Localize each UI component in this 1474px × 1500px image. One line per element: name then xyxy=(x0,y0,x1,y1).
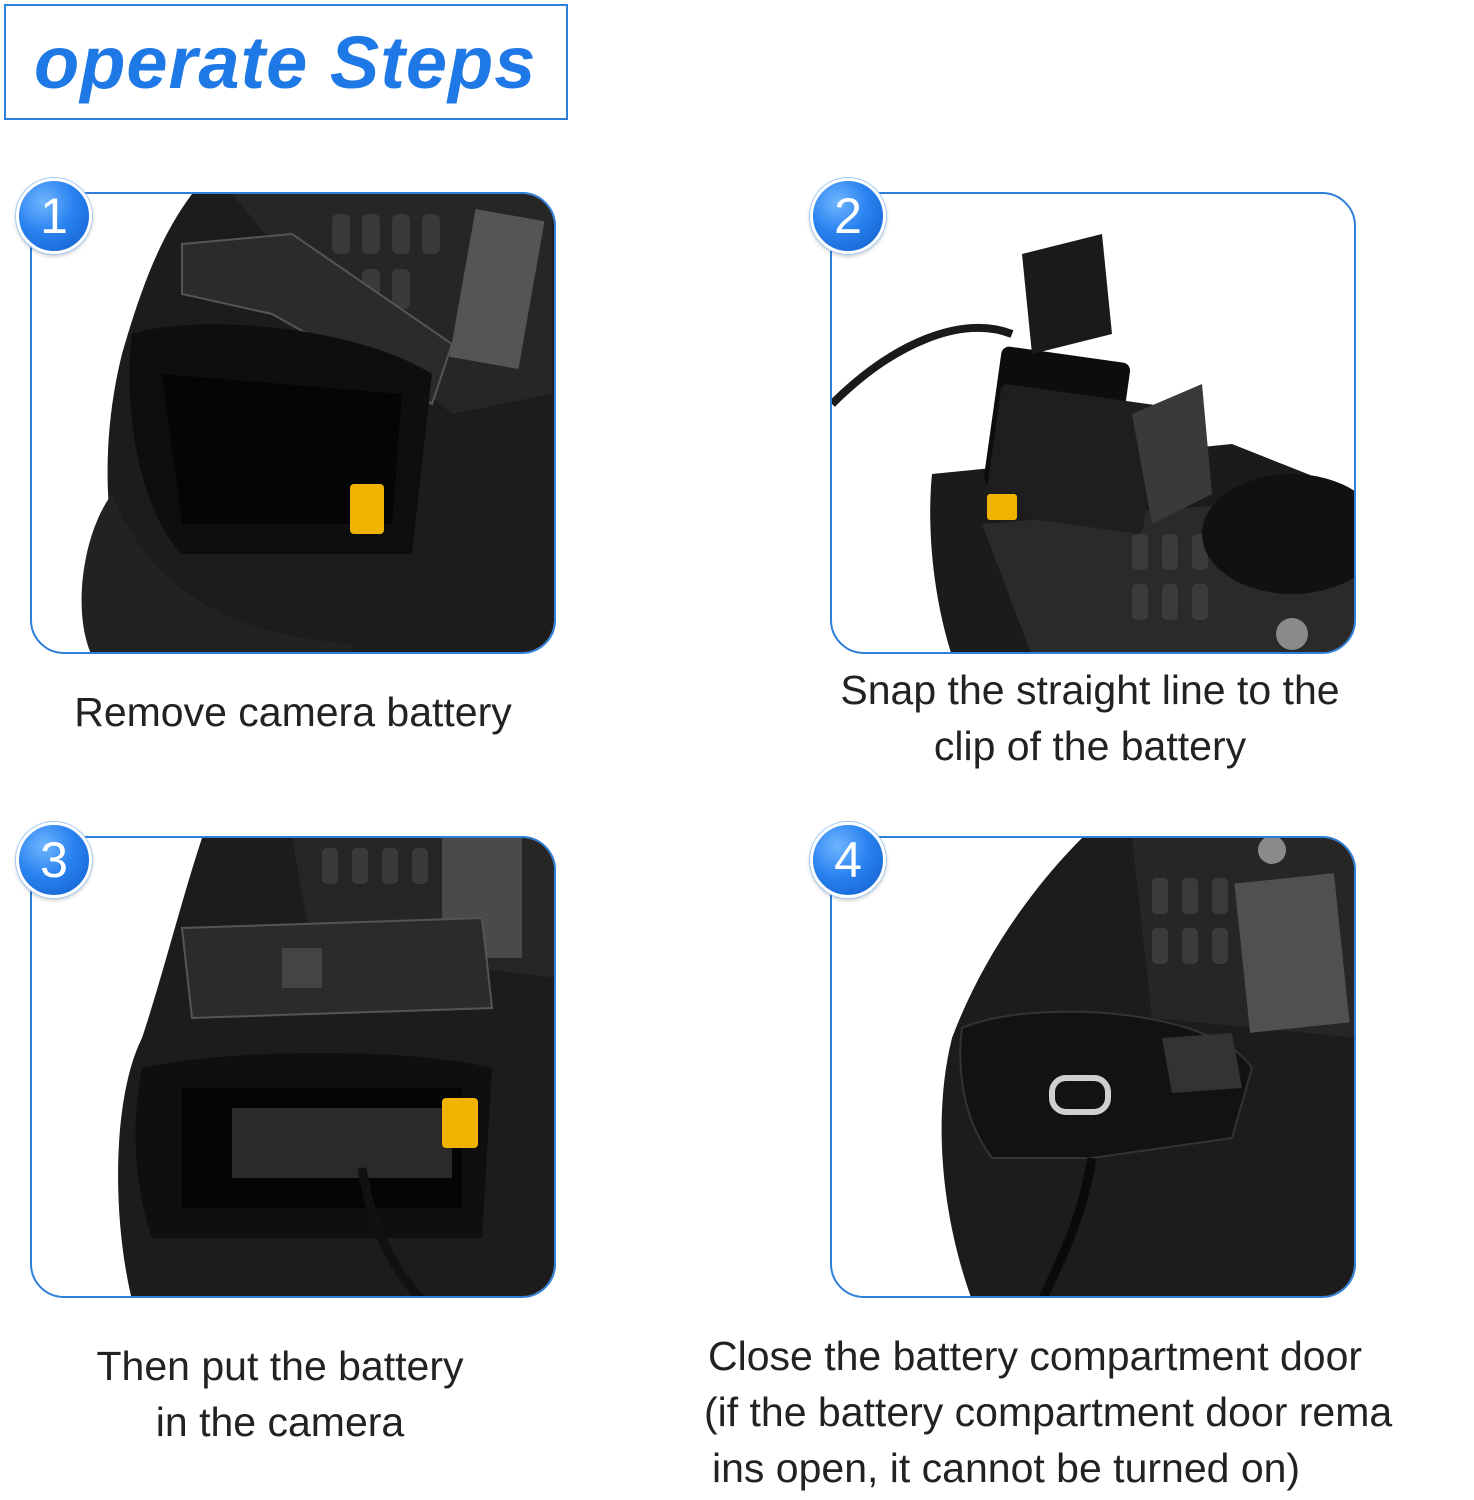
step-2-number-badge: 2 xyxy=(810,178,886,254)
battery-inserted-illustration xyxy=(118,838,554,1296)
camera-battery-removed-illustration xyxy=(81,194,554,652)
step-1-caption: Remove camera battery xyxy=(74,689,512,735)
step-3-photo xyxy=(30,836,556,1298)
step-3-number-badge: 3 xyxy=(16,822,92,898)
step-4-number-badge: 4 xyxy=(810,822,886,898)
step-2-caption: Snap the straight line to the clip of th… xyxy=(840,667,1340,769)
title-box: operate Steps xyxy=(4,4,568,120)
page-title: operate Steps xyxy=(34,21,537,104)
step-4-caption: Close the battery compartment door (if t… xyxy=(704,1333,1393,1491)
step-3-caption: Then put the battery in the camera xyxy=(96,1343,464,1445)
step-2-photo xyxy=(830,192,1356,654)
battery-with-dc-cable-illustration xyxy=(832,234,1354,652)
battery-door-closed-illustration xyxy=(941,838,1354,1296)
step-4-photo xyxy=(830,836,1356,1298)
step-1-number-badge: 1 xyxy=(16,178,92,254)
step-1-photo xyxy=(30,192,556,654)
